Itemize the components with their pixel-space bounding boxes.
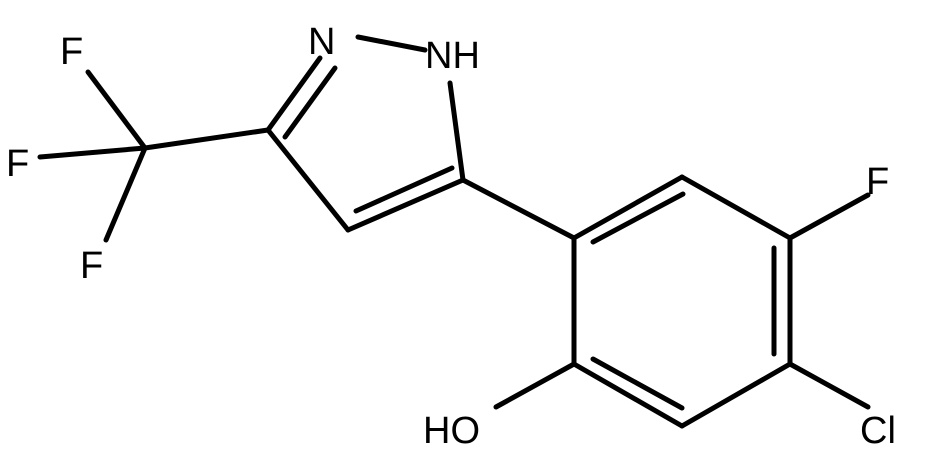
- atom-f-top-label: F: [60, 31, 83, 73]
- bond-cf3-f-top: [85, 69, 148, 151]
- atom-f-bot-label: F: [80, 245, 103, 287]
- bond-c3-c4: [265, 127, 351, 233]
- bond-ar-c1-c2: [571, 174, 685, 241]
- bond-ar-cl: [787, 361, 871, 410]
- bond-ar-c1-c2-inner: [590, 191, 686, 245]
- bond-c3-cf3: [142, 127, 271, 151]
- bond-c4-c5-inner: [353, 165, 455, 214]
- bond-ar-f: [787, 192, 871, 241]
- atom-f-ring-label: F: [866, 161, 889, 203]
- atom-nh-label: NH: [425, 35, 480, 77]
- bond-n-c3: [265, 55, 323, 133]
- bond-c4-c5: [345, 177, 466, 233]
- bond-c5-aryl: [460, 177, 577, 241]
- bond-ar-c4-c5: [679, 361, 793, 429]
- atom-f-mid-label: F: [6, 143, 29, 185]
- bond-ar-c5-c6-inner: [590, 356, 685, 411]
- bond-n-n: [355, 34, 428, 53]
- bond-ar-oh: [493, 361, 577, 410]
- atom-cl-label: Cl: [860, 410, 896, 452]
- bond-cf3-f-bot: [103, 145, 148, 243]
- atom-oh-label: HO: [423, 410, 480, 452]
- bond-ar-c2-c3: [679, 174, 793, 241]
- bond-nh-c5: [447, 80, 466, 183]
- atom-n-label: N: [308, 21, 335, 63]
- bond-n-c3-inner: [282, 65, 338, 140]
- bond-cf3-f-mid: [37, 145, 148, 160]
- bond-ar-c5-c6: [571, 361, 685, 429]
